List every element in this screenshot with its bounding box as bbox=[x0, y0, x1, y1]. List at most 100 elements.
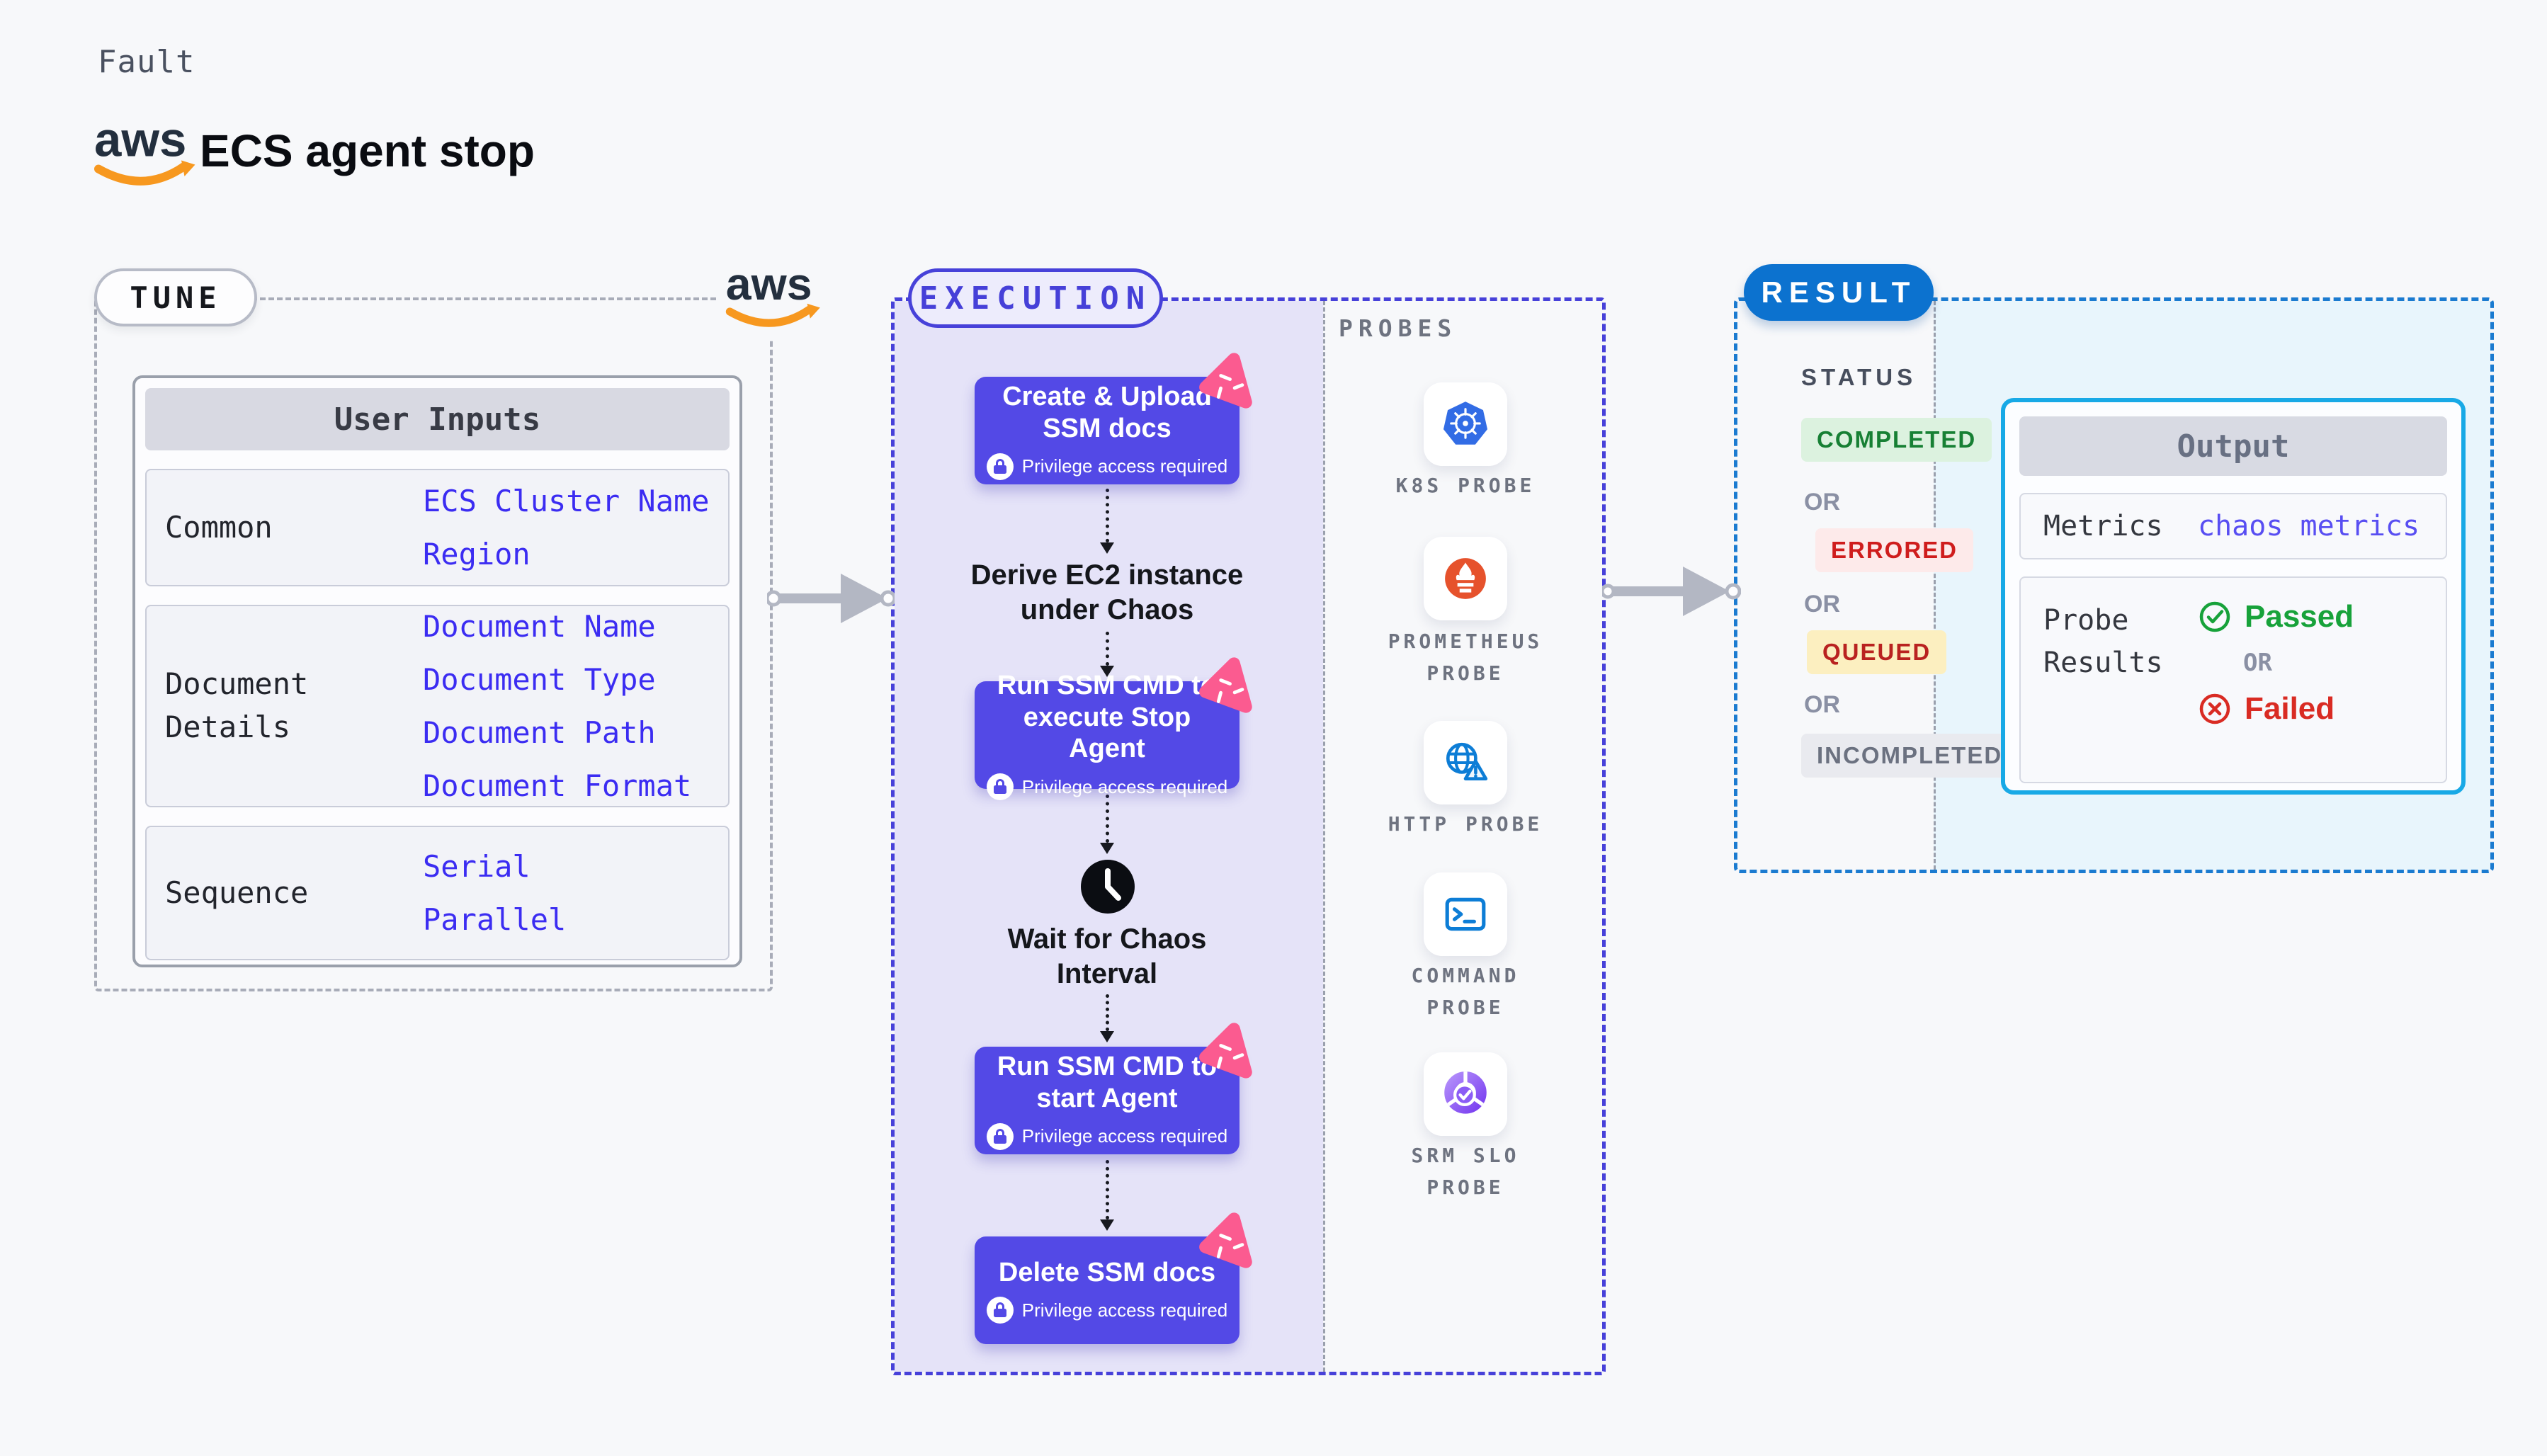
chaos-pinwheel-icon bbox=[1196, 656, 1261, 721]
probe-tile-command bbox=[1424, 872, 1507, 956]
metrics-label: Metrics bbox=[2043, 510, 2163, 542]
execution-pill: EXECUTION bbox=[908, 268, 1163, 328]
probe-tile-prometheus bbox=[1424, 537, 1507, 620]
probe-results-values: Passed OR Failed bbox=[2198, 599, 2354, 761]
input-row-common: Common ECS Cluster Name Region bbox=[145, 469, 730, 586]
step-run-ssm-cmd-stop-agent: Run SSM CMD to execute Stop Agent Privil… bbox=[975, 657, 1252, 801]
step-delete-ssm-docs: Delete SSM docs Privilege access require… bbox=[975, 1212, 1252, 1344]
kubernetes-icon bbox=[1443, 402, 1488, 445]
step-wait-for-chaos-interval: Wait for Chaos Interval bbox=[1007, 923, 1207, 989]
flow-connector-arrow bbox=[1099, 994, 1115, 1042]
passed-text: Passed bbox=[2245, 599, 2354, 634]
probe-label-command: COMMAND PROBE bbox=[1411, 964, 1520, 1019]
input-value: Document Type bbox=[423, 662, 656, 697]
step-title: Create & Upload SSM docs bbox=[1002, 382, 1212, 443]
svg-text:aws: aws bbox=[94, 113, 186, 167]
lock-icon bbox=[986, 1297, 1014, 1324]
step-title: Run SSM CMD to execute Stop Agent bbox=[997, 670, 1218, 764]
input-row-values: Serial Parallel bbox=[423, 849, 566, 937]
probe-tile-http bbox=[1424, 721, 1507, 804]
probe-result-failed: Failed bbox=[2198, 691, 2354, 727]
result-status-divider bbox=[1934, 301, 1936, 870]
privilege-text: Privilege access required bbox=[1021, 775, 1228, 797]
aws-logo-header: aws bbox=[92, 113, 198, 196]
input-row-values: ECS Cluster Name Region bbox=[423, 484, 710, 571]
probe-tile-srm-slo bbox=[1424, 1052, 1507, 1136]
probe-result-or-label: OR bbox=[2243, 649, 2272, 677]
probes-label: PROBES bbox=[1339, 314, 1458, 342]
check-circle-icon bbox=[2199, 601, 2230, 632]
privilege-badge: Privilege access required bbox=[986, 773, 1228, 801]
status-badge-queued: QUEUED bbox=[1807, 630, 1947, 674]
page-title: ECS agent stop bbox=[200, 125, 535, 176]
probe-label-k8s: K8S PROBE bbox=[1395, 474, 1536, 497]
input-row-label: Sequence bbox=[165, 875, 309, 910]
status-label: STATUS bbox=[1801, 364, 1917, 390]
step-title: Delete SSM docs bbox=[998, 1257, 1216, 1287]
input-value: Serial bbox=[423, 849, 531, 884]
input-row-document-details: Document Details Document Name Document … bbox=[145, 605, 730, 807]
arrow-tune-to-execution bbox=[767, 574, 895, 623]
probe-label-srm-slo: SRM SLO PROBE bbox=[1411, 1144, 1520, 1199]
flow-connector-arrow bbox=[1099, 632, 1115, 677]
aws-logo-tune-corner: aws bbox=[718, 255, 829, 339]
privilege-text: Privilege access required bbox=[1021, 1299, 1228, 1321]
input-row-values: Document Name Document Type Document Pat… bbox=[423, 609, 691, 803]
privilege-badge: Privilege access required bbox=[986, 453, 1228, 480]
status-or-label: OR bbox=[1804, 489, 1840, 516]
status-badge-errored: ERRORED bbox=[1815, 528, 1974, 572]
user-inputs-card: User Inputs Common ECS Cluster Name Regi… bbox=[132, 375, 742, 967]
globe-warning-icon bbox=[1446, 742, 1488, 780]
output-metrics-row: Metrics chaos metrics bbox=[2019, 493, 2447, 559]
execution-probes-divider bbox=[1323, 301, 1325, 1372]
chaos-pinwheel-icon bbox=[1196, 1021, 1261, 1086]
flow-connector-arrow bbox=[1099, 489, 1115, 554]
probe-label-http: HTTP PROBE bbox=[1388, 812, 1543, 836]
user-inputs-header: User Inputs bbox=[145, 388, 730, 450]
result-pill: RESULT bbox=[1744, 264, 1934, 321]
lock-icon bbox=[986, 1122, 1014, 1150]
input-value: Document Name bbox=[423, 609, 656, 644]
input-row-sequence: Sequence Serial Parallel bbox=[145, 826, 730, 960]
step-title: Run SSM CMD to start Agent bbox=[997, 1052, 1218, 1113]
input-value: ECS Cluster Name bbox=[423, 484, 710, 518]
input-value: Parallel bbox=[423, 902, 567, 937]
probe-results-label: Probe Results bbox=[2043, 604, 2163, 679]
flow-connector-arrow bbox=[1099, 795, 1115, 854]
failed-text: Failed bbox=[2245, 691, 2335, 726]
output-header: Output bbox=[2019, 416, 2447, 476]
status-badge-completed: COMPLETED bbox=[1801, 418, 1992, 462]
arrow-execution-to-result bbox=[1602, 567, 1741, 616]
svg-text:aws: aws bbox=[726, 260, 812, 309]
chaos-pinwheel-icon bbox=[1196, 351, 1261, 416]
step-run-ssm-cmd-start-agent: Run SSM CMD to start Agent Privilege acc… bbox=[975, 1023, 1252, 1154]
tune-section-box bbox=[94, 297, 773, 991]
privilege-badge: Privilege access required bbox=[986, 1122, 1227, 1150]
probe-label-prometheus: PROMETHEUS PROBE bbox=[1388, 630, 1543, 685]
clock-icon bbox=[1079, 858, 1136, 918]
tune-pill: TUNE bbox=[94, 268, 257, 326]
input-value: Document Format bbox=[423, 768, 692, 803]
lock-icon bbox=[986, 773, 1014, 801]
privilege-badge: Privilege access required bbox=[986, 1297, 1228, 1324]
output-probe-results-row: Probe Results Passed OR Failed bbox=[2019, 576, 2447, 783]
input-row-label: Document Details bbox=[165, 666, 309, 744]
step-create-upload-ssm-docs: Create & Upload SSM docs Privilege acces… bbox=[975, 353, 1252, 484]
flow-connector-arrow bbox=[1099, 1160, 1115, 1231]
step-derive-ec2-instance: Derive EC2 instance under Chaos bbox=[970, 559, 1244, 625]
aws-logo-icon: aws bbox=[94, 113, 195, 186]
probe-tile-k8s bbox=[1424, 382, 1507, 466]
privilege-text: Privilege access required bbox=[1021, 455, 1228, 477]
lock-icon bbox=[986, 453, 1014, 480]
slo-donut-check-icon bbox=[1444, 1071, 1487, 1114]
status-badge-incompleted: INCOMPLETED bbox=[1801, 734, 2019, 778]
fault-kicker: Fault bbox=[98, 44, 195, 80]
aws-logo-icon: aws bbox=[725, 260, 820, 327]
input-row-label: Common bbox=[165, 509, 273, 545]
output-card: Output Metrics chaos metrics Probe Resul… bbox=[2001, 398, 2466, 795]
input-value: Document Path bbox=[423, 715, 656, 750]
prometheus-icon bbox=[1445, 558, 1486, 599]
input-value: Region bbox=[423, 537, 531, 571]
metrics-value: chaos metrics bbox=[2198, 510, 2420, 542]
